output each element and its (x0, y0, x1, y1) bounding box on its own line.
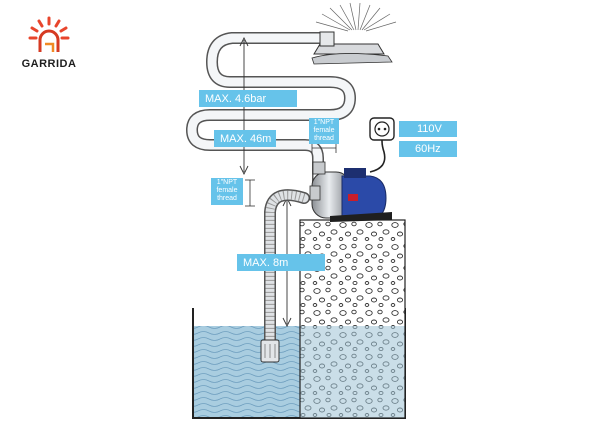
voltage-label: 110V (399, 121, 457, 137)
frequency-label: 60Hz (399, 141, 457, 157)
inlet-thread-marker (245, 179, 255, 207)
inlet-thread-word: thread (217, 195, 237, 202)
sun-logo-icon (28, 16, 70, 52)
gravel-ground (299, 219, 406, 419)
max-head-label: MAX. 46m (214, 130, 276, 147)
brand-name: GARRIDA (21, 58, 77, 70)
outlet-thread-marker (311, 143, 337, 153)
inlet-thread-size: 1"NPT (216, 179, 238, 186)
discharge-hose (185, 32, 357, 196)
outlet-thread-word: thread (314, 135, 334, 142)
max-suction-label: MAX. 8m (237, 254, 325, 271)
inlet-thread-type: female (216, 187, 238, 194)
garrida-logo: GARRIDA (14, 14, 84, 74)
outlet-thread-note: 1"NPT female thread (309, 118, 339, 144)
plug-icon (369, 117, 395, 141)
sprinkler (311, 2, 397, 65)
foot-valve-filter (260, 339, 280, 363)
max-pressure-label: MAX. 4.6bar (199, 90, 297, 107)
suction-hose (264, 189, 310, 350)
garden-pump (309, 161, 392, 222)
outlet-thread-size: 1"NPT (313, 119, 335, 126)
outlet-thread-type: female (313, 127, 335, 134)
inlet-thread-note: 1"NPT female thread (211, 178, 243, 205)
